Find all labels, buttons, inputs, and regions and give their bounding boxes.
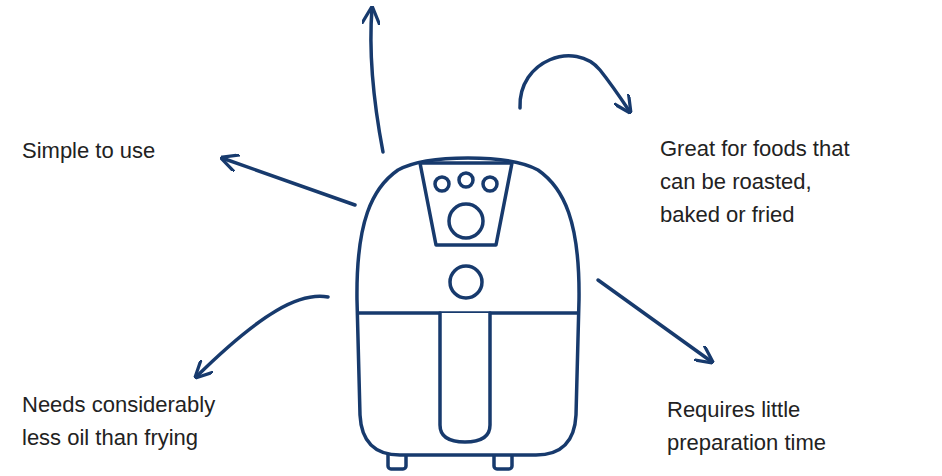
pointer-arrow xyxy=(196,296,328,377)
control-panel xyxy=(420,163,512,245)
pointer-arrow xyxy=(371,8,383,152)
benefit-label: Requires little preparation time xyxy=(667,393,867,459)
basket-handle xyxy=(440,313,490,442)
pointer-arrow xyxy=(598,280,712,362)
benefit-label: Simple to use xyxy=(22,134,242,167)
control-button xyxy=(459,173,473,187)
fryer-body xyxy=(357,158,579,455)
control-button xyxy=(435,177,449,191)
timer-dial xyxy=(450,266,482,298)
benefit-label: Great for foods that can be roasted, bak… xyxy=(660,132,870,231)
benefit-label: Needs considerably less oil than frying xyxy=(22,388,237,454)
pointer-arrow xyxy=(520,56,630,112)
pointer-arrow xyxy=(222,158,355,205)
control-dial xyxy=(449,204,483,238)
control-button xyxy=(483,177,497,191)
